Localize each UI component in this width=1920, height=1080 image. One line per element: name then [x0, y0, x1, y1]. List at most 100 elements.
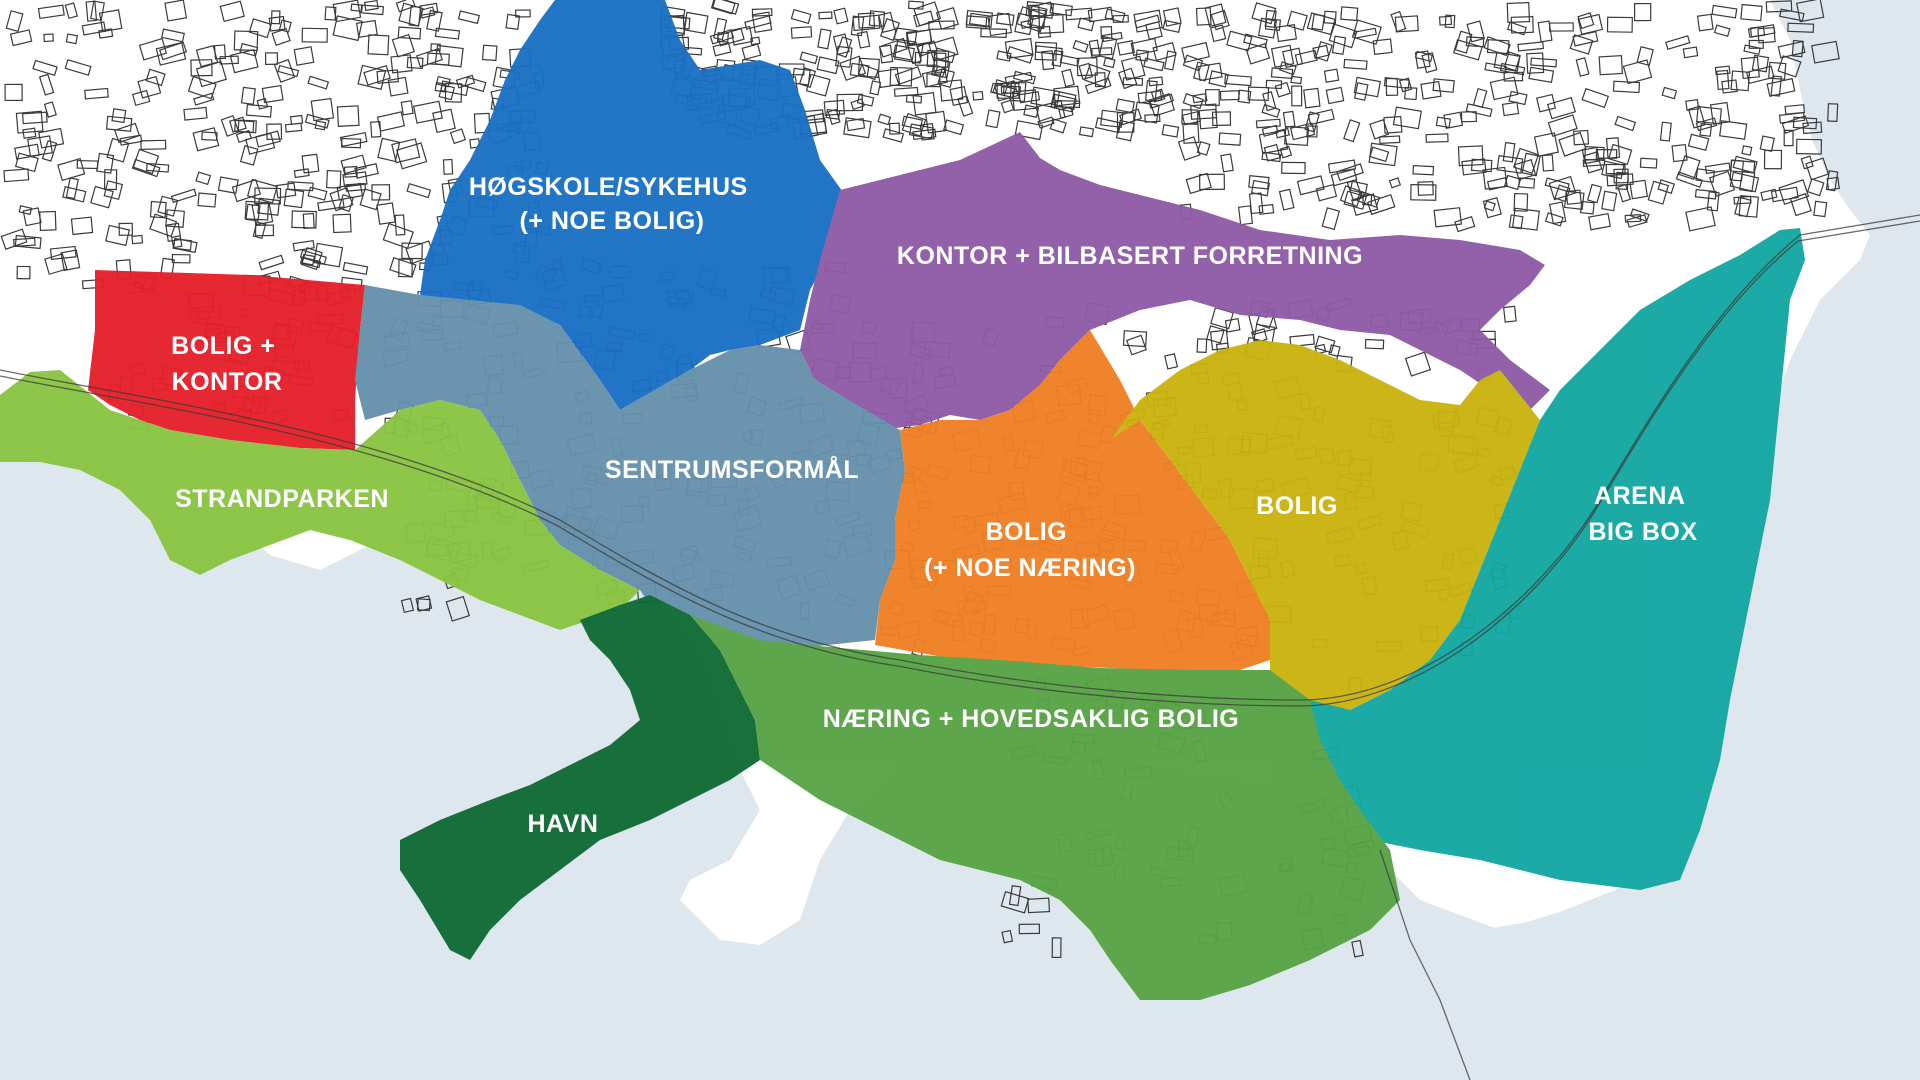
building-footprint [1115, 98, 1135, 114]
building-footprint [1465, 36, 1485, 48]
building-footprint [790, 26, 813, 39]
building-footprint [1325, 86, 1345, 105]
building-footprint [332, 213, 352, 234]
zone-bolig[interactable] [1110, 340, 1540, 710]
building-footprint [816, 56, 840, 75]
building-footprint [1038, 14, 1065, 34]
building-footprint [1220, 153, 1234, 173]
building-footprint [396, 142, 428, 170]
building-footprint [257, 197, 281, 216]
building-footprint [1510, 16, 1534, 34]
building-footprint [332, 0, 362, 23]
building-footprint [1351, 939, 1364, 958]
zone-sentrum[interactable] [355, 285, 905, 650]
building-footprint [1713, 24, 1731, 37]
building-footprint [118, 222, 133, 236]
building-footprint [996, 50, 1012, 62]
building-footprint [1247, 86, 1270, 102]
zone-havn[interactable] [400, 595, 760, 960]
building-footprint [968, 12, 991, 27]
building-footprint [823, 99, 846, 117]
building-footprint [1196, 140, 1211, 156]
building-footprint [1558, 131, 1587, 157]
building-footprint [1265, 79, 1283, 90]
zone-hogskole[interactable] [420, 0, 845, 410]
building-footprint [57, 157, 86, 182]
building-footprint [1740, 3, 1763, 22]
label-hogskole: HØGSKOLE/SYKEHUS (+ NOE BOLIG) [469, 173, 755, 235]
label-bolig-naering-line-2: (+ NOE NÆRING) [924, 554, 1136, 582]
building-footprint [339, 131, 368, 148]
building-footprint [70, 216, 94, 236]
building-footprint [1747, 24, 1776, 38]
building-footprint [1506, 21, 1528, 36]
building-footprint [1572, 129, 1590, 146]
building-footprint [387, 76, 409, 97]
building-footprint [342, 261, 369, 275]
building-footprint [1262, 91, 1277, 112]
building-footprint [38, 73, 55, 96]
building-footprint [1575, 57, 1590, 77]
building-footprint [1714, 65, 1731, 76]
building-footprint [1289, 122, 1316, 141]
building-footprint [342, 171, 368, 188]
building-footprint [1197, 62, 1223, 82]
building-footprint [434, 81, 447, 93]
building-footprint [1290, 75, 1303, 85]
building-footprint [985, 109, 1001, 129]
building-footprint [1304, 111, 1320, 133]
building-footprint [1103, 57, 1116, 69]
building-footprint [972, 90, 984, 101]
building-footprint [1084, 77, 1112, 95]
zone-bolig-naering[interactable] [875, 330, 1270, 670]
building-footprint [1721, 79, 1738, 94]
building-footprint [1546, 96, 1577, 120]
building-footprint [1162, 7, 1182, 27]
building-footprint [1061, 68, 1075, 88]
building-footprint [1315, 41, 1333, 62]
building-footprint [1565, 189, 1582, 205]
building-footprint [132, 148, 160, 175]
building-footprint [240, 86, 256, 105]
building-footprint [301, 253, 316, 266]
building-footprint [1255, 118, 1281, 129]
zone-kontor-bilbasert[interactable] [800, 132, 1550, 430]
building-footprint [1417, 180, 1434, 196]
building-footprint [1050, 90, 1077, 113]
building-footprint [62, 186, 87, 203]
building-footprint [432, 108, 456, 133]
building-footprint [64, 59, 92, 76]
building-footprint [64, 2, 79, 20]
building-footprint [239, 42, 259, 57]
building-footprint [1261, 103, 1281, 118]
building-footprint [1629, 208, 1650, 223]
building-footprint [434, 44, 464, 68]
building-footprint [1572, 30, 1599, 47]
building-footprint [1112, 14, 1129, 24]
building-footprint [277, 64, 300, 78]
building-footprint [1004, 37, 1034, 60]
building-footprint [149, 213, 178, 238]
building-footprint [27, 135, 53, 157]
building-footprint [1351, 19, 1382, 45]
building-footprint [14, 152, 39, 173]
building-footprint [1279, 145, 1293, 159]
building-footprint [354, 163, 379, 179]
building-footprint [1328, 344, 1341, 357]
zone-naering-bolig[interactable] [690, 615, 1400, 1000]
building-footprint [397, 26, 422, 40]
building-footprint [1133, 101, 1160, 124]
zone-strandparken[interactable] [0, 370, 640, 630]
building-footprint [183, 106, 208, 121]
building-footprint [161, 28, 185, 43]
building-footprint [1251, 2, 1277, 25]
building-footprint [39, 210, 57, 232]
building-footprint [292, 239, 315, 252]
building-footprint [1296, 175, 1325, 196]
building-footprint [827, 108, 841, 126]
building-footprint [317, 198, 345, 212]
building-footprint [1716, 69, 1730, 91]
building-footprint [857, 63, 879, 81]
building-footprint [1811, 40, 1840, 64]
building-footprint [901, 112, 927, 137]
